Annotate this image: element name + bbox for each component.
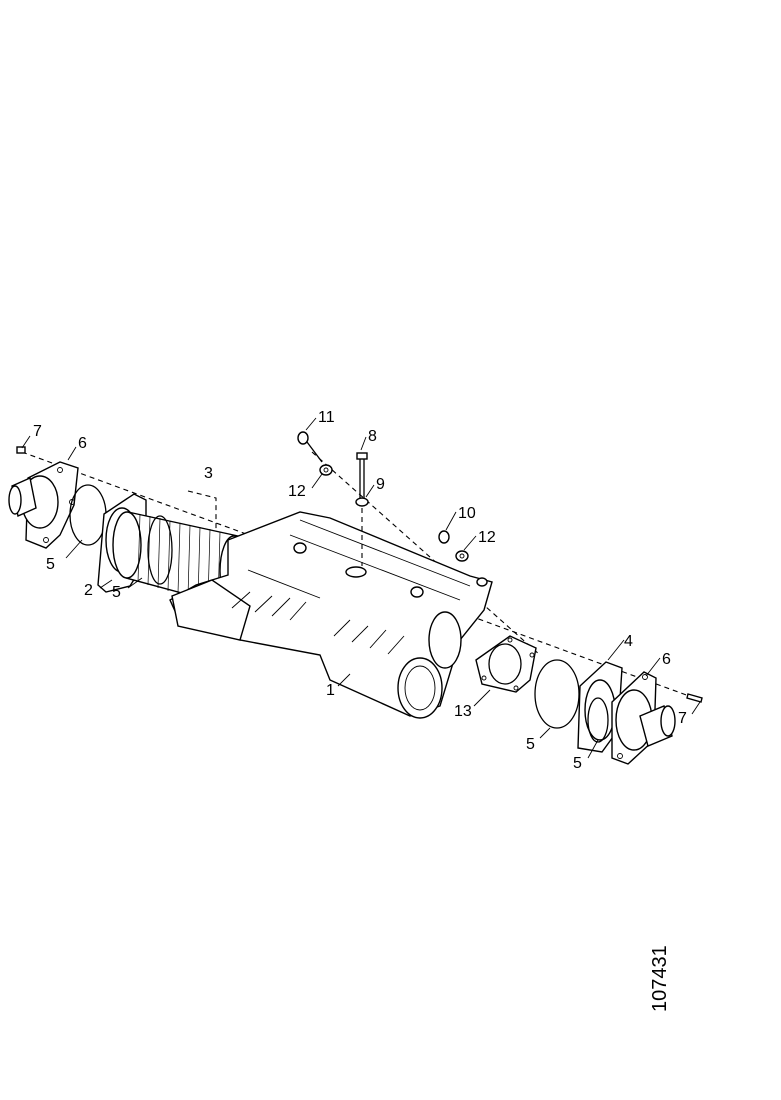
- leader-lines: [21, 417, 701, 759]
- right-end-cover: [611, 671, 676, 765]
- main-housing: [169, 511, 493, 719]
- callout-2: 2: [84, 582, 93, 599]
- bolt-10: [438, 530, 450, 544]
- callout-7-left: 7: [33, 423, 42, 440]
- callout-7-right: 7: [678, 710, 687, 727]
- core-callout-bracket: [187, 490, 217, 530]
- gasket-plate: [475, 635, 537, 693]
- callout-5-left-a: 5: [46, 556, 55, 573]
- callout-13: 13: [454, 703, 472, 720]
- callout-9: 9: [376, 476, 385, 493]
- washer-9: [355, 497, 369, 507]
- washer-12-right: [455, 550, 469, 562]
- bolt-axis-line: [311, 451, 541, 656]
- bolt-11: [297, 431, 323, 463]
- callout-12-right: 12: [478, 529, 496, 546]
- callout-5-right-a: 5: [526, 736, 535, 753]
- callout-4: 4: [624, 633, 633, 650]
- left-o-ring: [69, 484, 107, 546]
- callout-8: 8: [368, 428, 377, 445]
- callout-1: 1: [326, 682, 335, 699]
- callout-5-left-b: 5: [112, 584, 121, 601]
- callout-10: 10: [458, 505, 476, 522]
- left-bolt: [16, 446, 26, 454]
- callout-6-left: 6: [78, 435, 87, 452]
- callout-12-upper: 12: [288, 483, 306, 500]
- right-bolt: [686, 693, 703, 703]
- callout-5-right-b: 5: [573, 755, 582, 772]
- reference-number: 107431: [649, 945, 671, 1012]
- callout-3: 3: [204, 465, 213, 482]
- callout-6-right: 6: [662, 651, 671, 668]
- bolt-8: [356, 452, 368, 498]
- right-o-ring: [534, 659, 580, 729]
- washer-12-upper: [319, 464, 333, 476]
- left-end-cover: [8, 461, 79, 549]
- callout-11: 11: [318, 409, 335, 426]
